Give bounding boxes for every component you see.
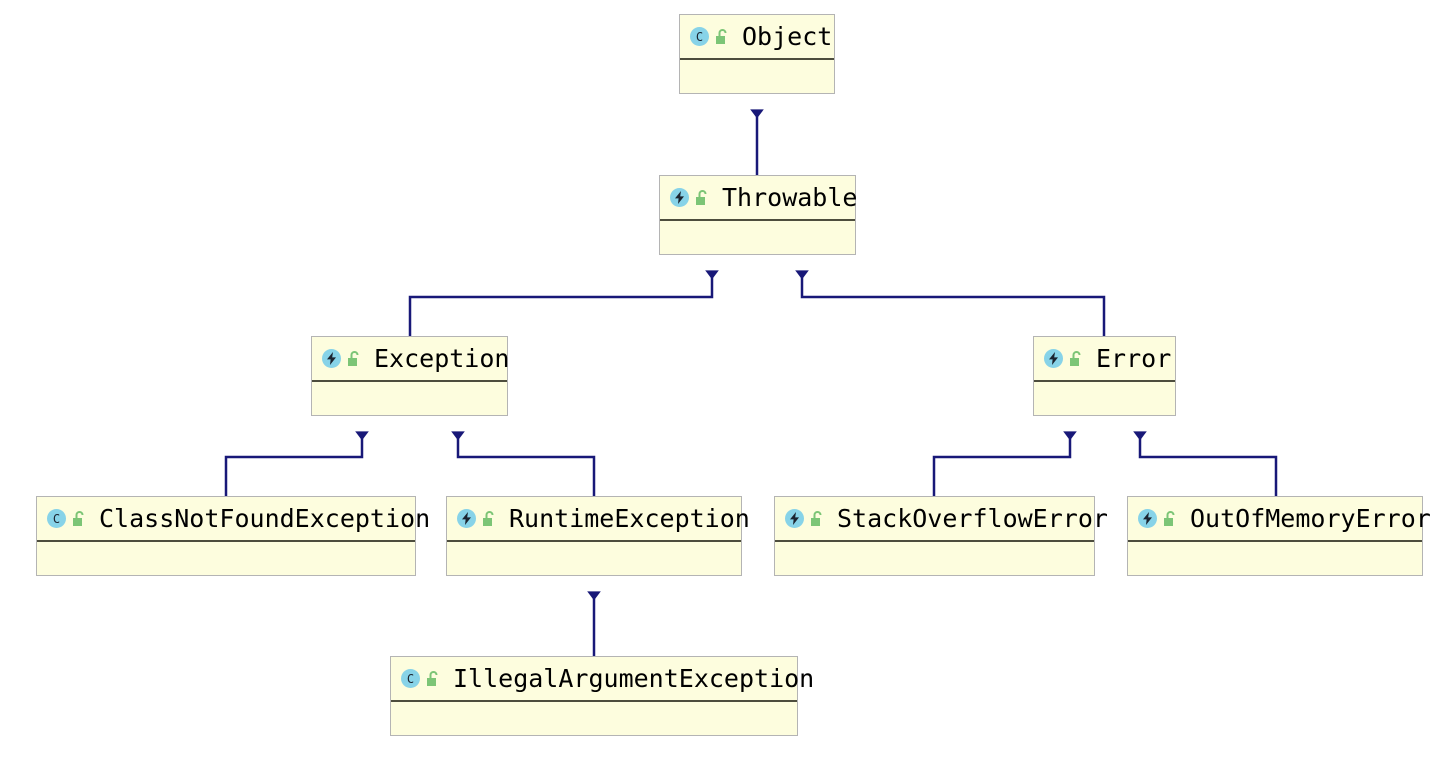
uml-class-name: ClassNotFoundException xyxy=(99,504,431,533)
exception-icon xyxy=(322,349,341,368)
uml-class-name: Error xyxy=(1096,344,1172,373)
uml-class-header: RuntimeException xyxy=(447,497,750,542)
unlock-icon xyxy=(348,350,359,366)
uml-class-header: C ClassNotFoundException xyxy=(37,497,430,542)
uml-class-object[interactable]: C Object xyxy=(679,14,835,94)
uml-class-members xyxy=(660,221,855,254)
svg-text:C: C xyxy=(53,512,60,526)
edge-runtimeexception-to-exception xyxy=(451,431,596,496)
uml-class-name: StackOverflowError xyxy=(837,504,1108,533)
uml-class-classnotfoundexception[interactable]: C ClassNotFoundException xyxy=(36,496,430,576)
uml-class-members xyxy=(312,382,507,415)
uml-class-members xyxy=(775,542,1094,575)
uml-class-name: Object xyxy=(742,22,833,51)
uml-class-stackoverflowerror[interactable]: StackOverflowError xyxy=(774,496,1108,576)
exception-icon xyxy=(1044,349,1063,368)
uml-class-name: Throwable xyxy=(722,183,858,212)
unlock-icon xyxy=(1070,350,1081,366)
uml-class-illegalargumentexception[interactable]: C IllegalArgumentException xyxy=(390,656,814,736)
uml-class-name: IllegalArgumentException xyxy=(453,664,815,693)
unlock-icon xyxy=(73,510,84,526)
class-icon: C xyxy=(401,669,420,688)
class-icon: C xyxy=(47,509,66,528)
unlock-icon xyxy=(1164,510,1175,526)
exception-icon xyxy=(457,509,476,528)
uml-class-members xyxy=(37,542,415,575)
uml-class-name: Exception xyxy=(374,344,510,373)
uml-class-header: C IllegalArgumentException xyxy=(391,657,814,702)
uml-class-members xyxy=(1034,382,1175,415)
edge-stackoverflowerror-to-error xyxy=(932,431,1077,496)
uml-class-header: C Object xyxy=(680,15,834,60)
edge-outofmemoryerror-to-error xyxy=(1133,431,1278,496)
uml-class-runtimeexception[interactable]: RuntimeException xyxy=(446,496,750,576)
svg-text:C: C xyxy=(407,672,414,686)
unlock-icon xyxy=(427,670,438,686)
exception-icon xyxy=(670,188,689,207)
edge-error-to-throwable xyxy=(795,270,1106,336)
uml-class-name: RuntimeException xyxy=(509,504,750,533)
uml-class-header: Error xyxy=(1034,337,1175,382)
uml-class-members xyxy=(1128,542,1422,575)
uml-class-error[interactable]: Error xyxy=(1033,336,1176,416)
unlock-icon xyxy=(716,28,727,44)
exception-icon xyxy=(1138,509,1157,528)
uml-class-name: OutOfMemoryError xyxy=(1190,504,1431,533)
uml-class-header: StackOverflowError xyxy=(775,497,1108,542)
uml-class-members xyxy=(391,702,797,735)
uml-class-outofmemoryerror[interactable]: OutOfMemoryError xyxy=(1127,496,1431,576)
uml-class-header: Throwable xyxy=(660,176,858,221)
edge-exception-to-throwable xyxy=(408,270,719,336)
uml-class-members xyxy=(680,60,834,93)
unlock-icon xyxy=(483,510,494,526)
class-icon: C xyxy=(690,27,709,46)
uml-class-throwable[interactable]: Throwable xyxy=(659,175,858,255)
unlock-icon xyxy=(696,189,707,205)
uml-class-header: OutOfMemoryError xyxy=(1128,497,1431,542)
svg-text:C: C xyxy=(696,30,703,44)
edge-classnotfoundexception-to-exception xyxy=(224,431,369,496)
uml-class-header: Exception xyxy=(312,337,510,382)
unlock-icon xyxy=(811,510,822,526)
uml-class-members xyxy=(447,542,741,575)
exception-icon xyxy=(785,509,804,528)
uml-class-exception[interactable]: Exception xyxy=(311,336,510,416)
